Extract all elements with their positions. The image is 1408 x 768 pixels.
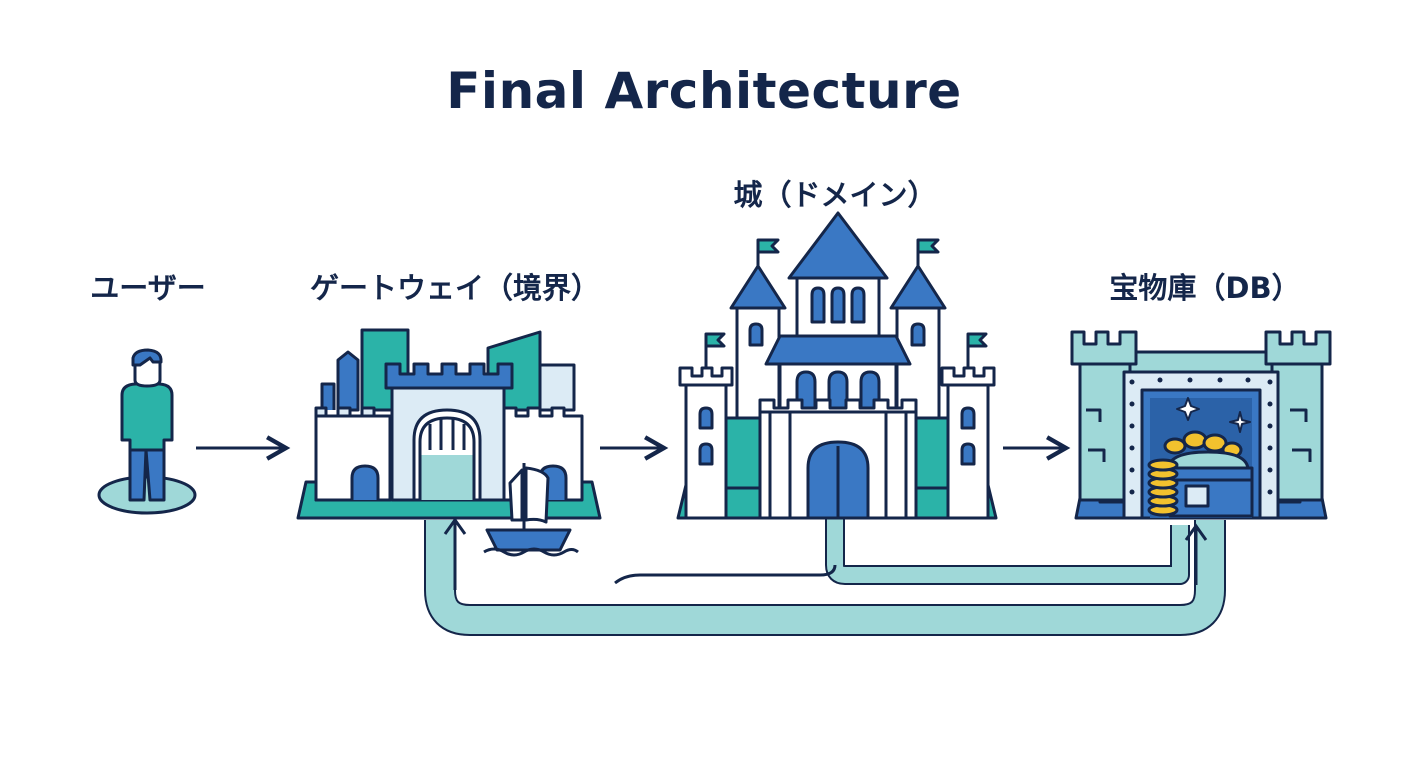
gateway-icon bbox=[296, 328, 602, 557]
treasure-chest-icon bbox=[1163, 430, 1254, 518]
castle-icon bbox=[676, 211, 998, 520]
vault-icon bbox=[1070, 330, 1332, 520]
boat-icon bbox=[483, 463, 579, 557]
return-pipe bbox=[424, 515, 1226, 636]
vault-label: 宝物庫（DB） bbox=[1109, 271, 1301, 305]
user-label: ユーザー bbox=[90, 271, 206, 305]
up-arrow-gateway bbox=[443, 517, 467, 590]
sparkle-icon bbox=[1176, 397, 1200, 421]
user-icon bbox=[97, 348, 197, 515]
castle-label: 城（ドメイン） bbox=[733, 178, 937, 212]
sparkle-icon-2 bbox=[1229, 411, 1251, 433]
page-title: Final Architecture bbox=[446, 62, 962, 120]
up-arrow-vault bbox=[1184, 523, 1208, 585]
coin-stack-icon bbox=[1147, 458, 1179, 517]
gateway-label: ゲートウェイ（境界） bbox=[309, 271, 600, 305]
